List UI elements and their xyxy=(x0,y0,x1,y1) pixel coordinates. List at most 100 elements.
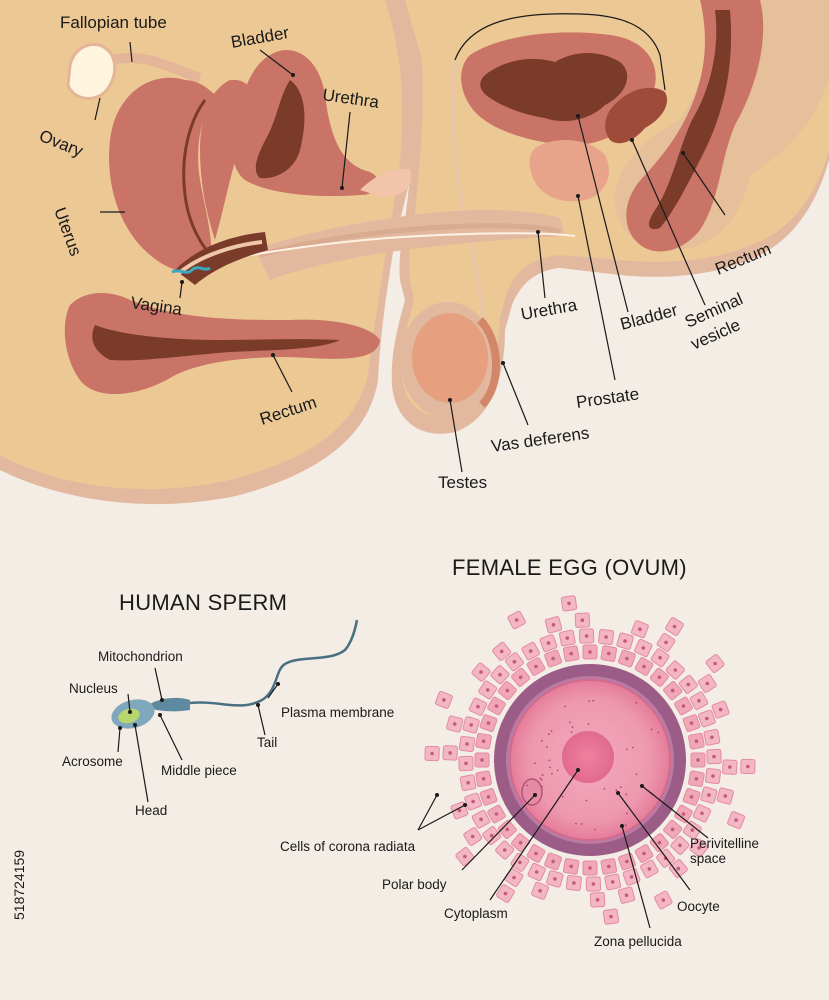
corona-cell-nucleus xyxy=(486,721,491,725)
cytoplasm-granule xyxy=(619,786,622,789)
cytoplasm-granule xyxy=(550,730,553,732)
label-perivitelline-1: Perivitelline xyxy=(690,836,759,851)
cytoplasm-granule xyxy=(594,828,596,831)
corona-cell-nucleus xyxy=(657,675,662,680)
uterus xyxy=(109,77,215,274)
sperm-nucleus xyxy=(118,708,140,724)
corona-cell-nucleus xyxy=(470,834,475,839)
cytoplasm-granule xyxy=(549,766,551,769)
corona-cell-nucleus xyxy=(638,627,642,631)
corona-cell-nucleus xyxy=(512,659,517,664)
corona-cell-nucleus xyxy=(607,651,611,656)
label-nucleus: Nucleus xyxy=(69,681,118,696)
cytoplasm-granule xyxy=(615,789,618,792)
corona-cell-nucleus xyxy=(710,735,714,740)
corona-cell-nucleus xyxy=(469,723,473,727)
corona-cell-nucleus xyxy=(676,866,681,871)
label-urethra-male: Urethra xyxy=(519,295,579,324)
corona-cell-nucleus xyxy=(584,634,589,638)
corona-cell-nucleus xyxy=(705,716,709,721)
label-perivitelline-2: space xyxy=(690,851,726,866)
corona-cell-nucleus xyxy=(463,854,467,859)
ovum-illustration: FEMALE EGG (OVUM) Cells of corona radiat… xyxy=(280,555,759,949)
corona-cell-nucleus xyxy=(696,758,700,762)
corona-cell-nucleus xyxy=(690,828,695,832)
corona-cell-nucleus xyxy=(657,840,662,845)
ovum-nucleus xyxy=(562,731,614,783)
label-zona-pellucida: Zona pellucida xyxy=(594,934,682,949)
corona-cell-nucleus xyxy=(569,864,573,869)
cytoplasm-granule xyxy=(650,728,653,731)
label-corona-radiata: Cells of corona radiata xyxy=(280,839,416,854)
corona-cell-nucleus xyxy=(610,880,615,884)
cytoplasm-granule xyxy=(657,731,660,734)
corona-cell-nucleus xyxy=(686,682,691,687)
corona-cell-nucleus xyxy=(642,664,646,669)
cytoplasm-granule xyxy=(625,793,628,796)
cytoplasm-granule xyxy=(580,823,583,825)
label-prostate: Prostate xyxy=(575,384,640,412)
corona-cell-nucleus xyxy=(452,722,457,726)
corona-cell-nucleus xyxy=(503,891,508,896)
corona-cell-nucleus xyxy=(480,758,484,762)
corona-cell-nucleus xyxy=(595,898,600,902)
cytoplasm-granule xyxy=(635,701,638,704)
corona-cell-nucleus xyxy=(681,704,686,708)
cytoplasm-granule xyxy=(587,723,590,725)
corona-cell-nucleus xyxy=(567,601,571,606)
corona-cell-nucleus xyxy=(518,675,523,680)
cytoplasm-granule xyxy=(564,705,566,708)
corona-cell-nucleus xyxy=(647,867,652,871)
corona-cell-nucleus xyxy=(534,870,539,874)
cytoplasm-granule xyxy=(603,787,606,790)
cytoplasm-granule xyxy=(626,812,628,815)
cytoplasm-granule xyxy=(624,824,627,827)
corona-cell-nucleus xyxy=(689,721,694,725)
corona-cell-nucleus xyxy=(471,799,475,804)
corona-cell-nucleus xyxy=(551,859,555,864)
label-cytoplasm: Cytoplasm xyxy=(444,906,508,921)
corona-cell-nucleus xyxy=(705,681,710,686)
corona-cell-nucleus xyxy=(502,848,507,852)
testis xyxy=(412,313,488,403)
corona-cell-nucleus xyxy=(625,656,629,661)
label-middle-piece: Middle piece xyxy=(161,763,237,778)
cytoplasm-granule xyxy=(632,746,634,749)
corona-cell-nucleus xyxy=(534,664,538,669)
cytoplasm-granule xyxy=(585,799,588,802)
prostate xyxy=(529,139,609,202)
seminal-vesicle xyxy=(605,87,668,144)
cytoplasm-granule xyxy=(526,784,529,787)
corona-cell-nucleus xyxy=(711,774,715,778)
corona-cell-nucleus xyxy=(718,707,723,712)
corona-cell-nucleus xyxy=(494,704,499,708)
sperm-middle-piece xyxy=(150,697,190,712)
corona-cell-nucleus xyxy=(694,739,699,743)
label-oocyte: Oocyte xyxy=(677,899,720,914)
label-plasma-membrane: Plasma membrane xyxy=(281,705,394,720)
corona-cell-nucleus xyxy=(528,649,533,653)
corona-cell-nucleus xyxy=(694,777,699,781)
corona-cell-nucleus xyxy=(499,649,504,654)
corona-cell-nucleus xyxy=(565,636,570,640)
cytoplasm-granule xyxy=(541,774,544,777)
cytoplasm-granule xyxy=(561,795,564,798)
corona-cell-nucleus xyxy=(479,817,483,822)
label-mitochondrion: Mitochondrion xyxy=(98,649,183,664)
label-vas-deferens: Vas deferens xyxy=(490,423,591,456)
corona-cell-nucleus xyxy=(430,751,434,756)
corona-cell-nucleus xyxy=(546,641,551,645)
cytoplasm-granule xyxy=(540,778,543,781)
corona-cell-nucleus xyxy=(607,864,611,869)
corona-cell-nucleus xyxy=(712,754,716,759)
corona-cell-nucleus xyxy=(681,812,686,816)
corona-cell-nucleus xyxy=(623,639,627,643)
cytoplasm-granule xyxy=(575,822,577,825)
corona-cell-nucleus xyxy=(464,761,468,766)
cytoplasm-granule xyxy=(548,733,550,736)
cytoplasm-granule xyxy=(588,700,590,703)
corona-cell-nucleus xyxy=(498,672,502,677)
corona-cell-nucleus xyxy=(723,794,728,798)
corona-cell-nucleus xyxy=(658,655,662,660)
